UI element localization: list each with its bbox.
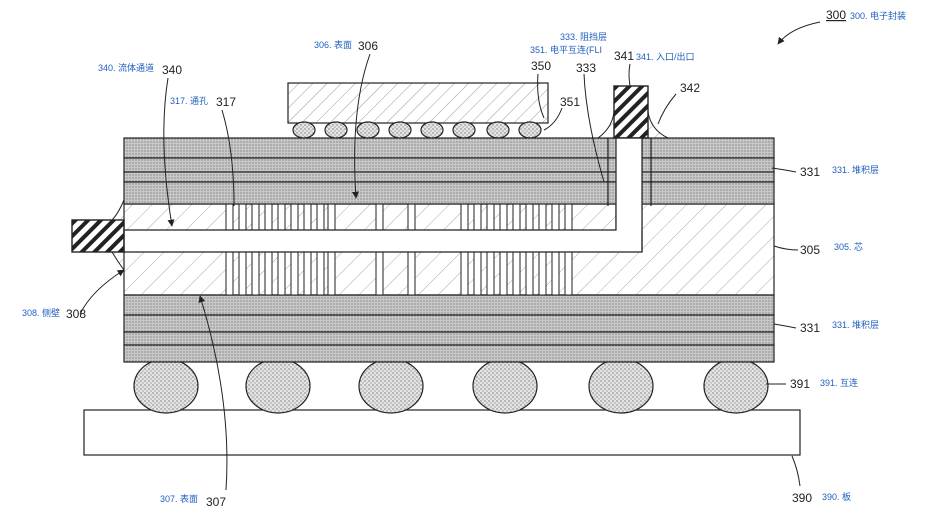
core-leader bbox=[773, 245, 799, 251]
label-331-top: 331 bbox=[800, 165, 820, 179]
port-leader bbox=[628, 63, 631, 87]
die bbox=[287, 82, 549, 124]
label-317: 317 bbox=[216, 95, 236, 109]
label-351: 351 bbox=[560, 95, 580, 109]
label-300: 300 bbox=[826, 8, 846, 22]
fluid-channel-leader bbox=[163, 77, 175, 227]
label-331-bottom: 331 bbox=[800, 321, 820, 335]
label-350: 350 bbox=[531, 59, 551, 73]
seal-leader bbox=[657, 93, 677, 125]
label-391: 391 bbox=[790, 377, 810, 391]
surface-bottom-leader bbox=[198, 295, 228, 491]
annotation-308: 308. 侧壁 bbox=[22, 307, 60, 318]
side-port bbox=[71, 219, 125, 253]
annotation-331-top: 331. 堆积层 bbox=[832, 164, 879, 175]
seal bbox=[596, 111, 615, 139]
annotation-333: 333. 阻挡层 bbox=[560, 31, 607, 42]
label-342: 342 bbox=[680, 81, 700, 95]
buildup-top-leader bbox=[771, 167, 797, 173]
annotation-300: 300. 电子封装 bbox=[850, 10, 906, 21]
die-leader bbox=[537, 73, 545, 119]
fli-bumps bbox=[292, 121, 542, 139]
annotation-306: 306. 表面 bbox=[314, 39, 352, 50]
annotation-341: 341. 入口/出口 bbox=[636, 51, 695, 62]
label-341: 341 bbox=[614, 49, 634, 63]
label-307: 307 bbox=[206, 495, 226, 509]
buildup-layers-top bbox=[123, 137, 775, 205]
surface-top-leader bbox=[352, 53, 371, 199]
label-340: 340 bbox=[162, 63, 182, 77]
seal bbox=[647, 111, 669, 139]
buildup-layers-bottom bbox=[123, 294, 775, 363]
interconnect-ball bbox=[358, 358, 424, 414]
package-leader bbox=[777, 21, 821, 45]
label-333: 333 bbox=[576, 61, 596, 75]
board-leader bbox=[791, 455, 801, 487]
fluid-channel-riser bbox=[616, 138, 642, 230]
interconnect-ball bbox=[133, 358, 199, 414]
annotation-340: 340. 流体通道 bbox=[98, 62, 154, 73]
label-306: 306 bbox=[358, 39, 378, 53]
buildup-bottom-leader bbox=[773, 323, 797, 329]
board bbox=[83, 409, 801, 456]
label-390: 390 bbox=[792, 491, 812, 505]
interconnect-ball bbox=[472, 358, 538, 414]
barrier-leader bbox=[583, 73, 605, 183]
interconnect-ball bbox=[588, 358, 654, 414]
annotation-390: 390. 板 bbox=[822, 491, 851, 502]
annotation-307: 307. 表面 bbox=[160, 493, 198, 504]
interconnect-ball bbox=[703, 358, 769, 414]
annotation-305: 305. 芯 bbox=[834, 241, 863, 252]
annotation-351: 351. 电平互连(FLI bbox=[530, 44, 602, 55]
annotation-317: 317. 通孔 bbox=[170, 96, 208, 106]
via-leader bbox=[221, 109, 235, 207]
interconnect-ball bbox=[245, 358, 311, 414]
fli-leader bbox=[543, 107, 563, 131]
interconnect-balls bbox=[133, 358, 769, 414]
label-305: 305 bbox=[800, 243, 820, 257]
sidewall-leader bbox=[79, 269, 125, 315]
label-308: 308 bbox=[66, 307, 86, 321]
annotation-391: 391. 互连 bbox=[820, 377, 858, 388]
inlet-outlet-port bbox=[613, 85, 649, 139]
annotation-331-bottom: 331. 堆积层 bbox=[832, 319, 879, 330]
